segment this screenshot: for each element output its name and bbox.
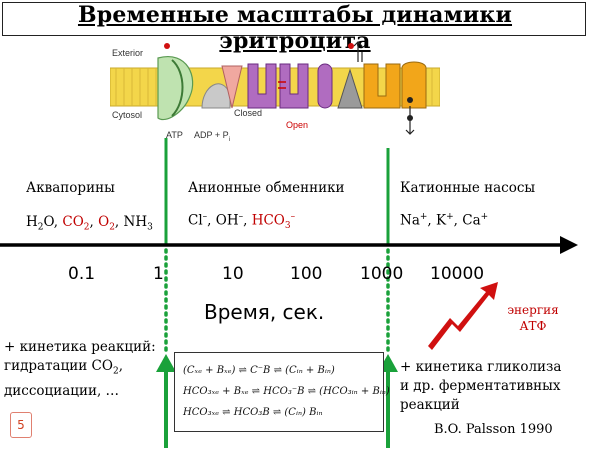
membrane-illustration — [110, 41, 440, 135]
title-frame — [2, 2, 586, 36]
slide-number: 5 — [10, 412, 32, 438]
axis-title: Время, сек. — [204, 300, 325, 324]
energy-arrow-icon — [428, 282, 498, 350]
right-kinetics-note: + кинетика гликолиза и др. ферментативны… — [400, 359, 562, 413]
reaction-equation: HCO₃ₓₑ + Bₓₑ ⇌ HCO₃⁻B ⇌ (HCO₃ᵢₙ + Bᵢₙ) — [183, 386, 390, 397]
reaction-equation: (Cₓₑ + Bₓₑ) ⇌ C⁻B ⇌ (Cᵢₙ + Bᵢₙ) — [183, 365, 335, 376]
tick-label: 10 — [222, 264, 244, 284]
tick-label: 100 — [290, 264, 323, 284]
label-open: Open — [286, 120, 309, 130]
cation-pump-shape — [363, 63, 401, 109]
label-atp: ATP — [166, 130, 183, 140]
label-closed: Closed — [234, 108, 263, 118]
tick-label: 0.1 — [68, 264, 96, 284]
tick-label: 1000 — [360, 264, 404, 284]
citation: B.O. Palsson 1990 — [434, 422, 553, 437]
marker-arrow-1s — [156, 354, 176, 372]
channel-cone — [221, 65, 243, 109]
species-anion: Cl–, OH–, HCO3– — [188, 212, 296, 232]
tick-label: 10000 — [430, 264, 485, 284]
species-aquaporins: H2O, CO2, O2, NH3 — [26, 214, 153, 233]
time-axis-arrowhead — [560, 236, 578, 254]
energy-label: энергия АТФ — [507, 303, 559, 333]
heading-aquaporins: Аквапорины — [26, 180, 115, 196]
tick-label: 1 — [153, 264, 164, 284]
page-title: Временные масштабы динамики эритроцита — [77, 2, 513, 54]
atp-pump-shape — [157, 56, 194, 121]
reaction-equations-box: (Cₓₑ + Bₓₑ) ⇌ C⁻B ⇌ (Cᵢₙ + Bᵢₙ) HCO₃ₓₑ +… — [174, 352, 390, 432]
anion-exchanger-shape — [247, 63, 277, 109]
label-exterior: Exterior — [112, 48, 144, 58]
left-kinetics-note: + кинетика реакций: гидратации CO2, дисс… — [4, 339, 156, 399]
heading-cation-pumps: Катионные насосы — [400, 180, 536, 196]
species-cation: Na+, K+, Ca+ — [400, 212, 489, 229]
ion-dot — [164, 43, 170, 49]
heading-anion-exchangers: Анионные обменники — [188, 180, 345, 196]
label-cytosol: Cytosol — [112, 110, 143, 120]
reaction-equation: HCO₃ₓₑ ⇌ HCO₃B ⇌ (Cᵢₙ) Bᵢₙ — [183, 407, 323, 418]
label-adp: ADP + Pi — [194, 130, 230, 143]
